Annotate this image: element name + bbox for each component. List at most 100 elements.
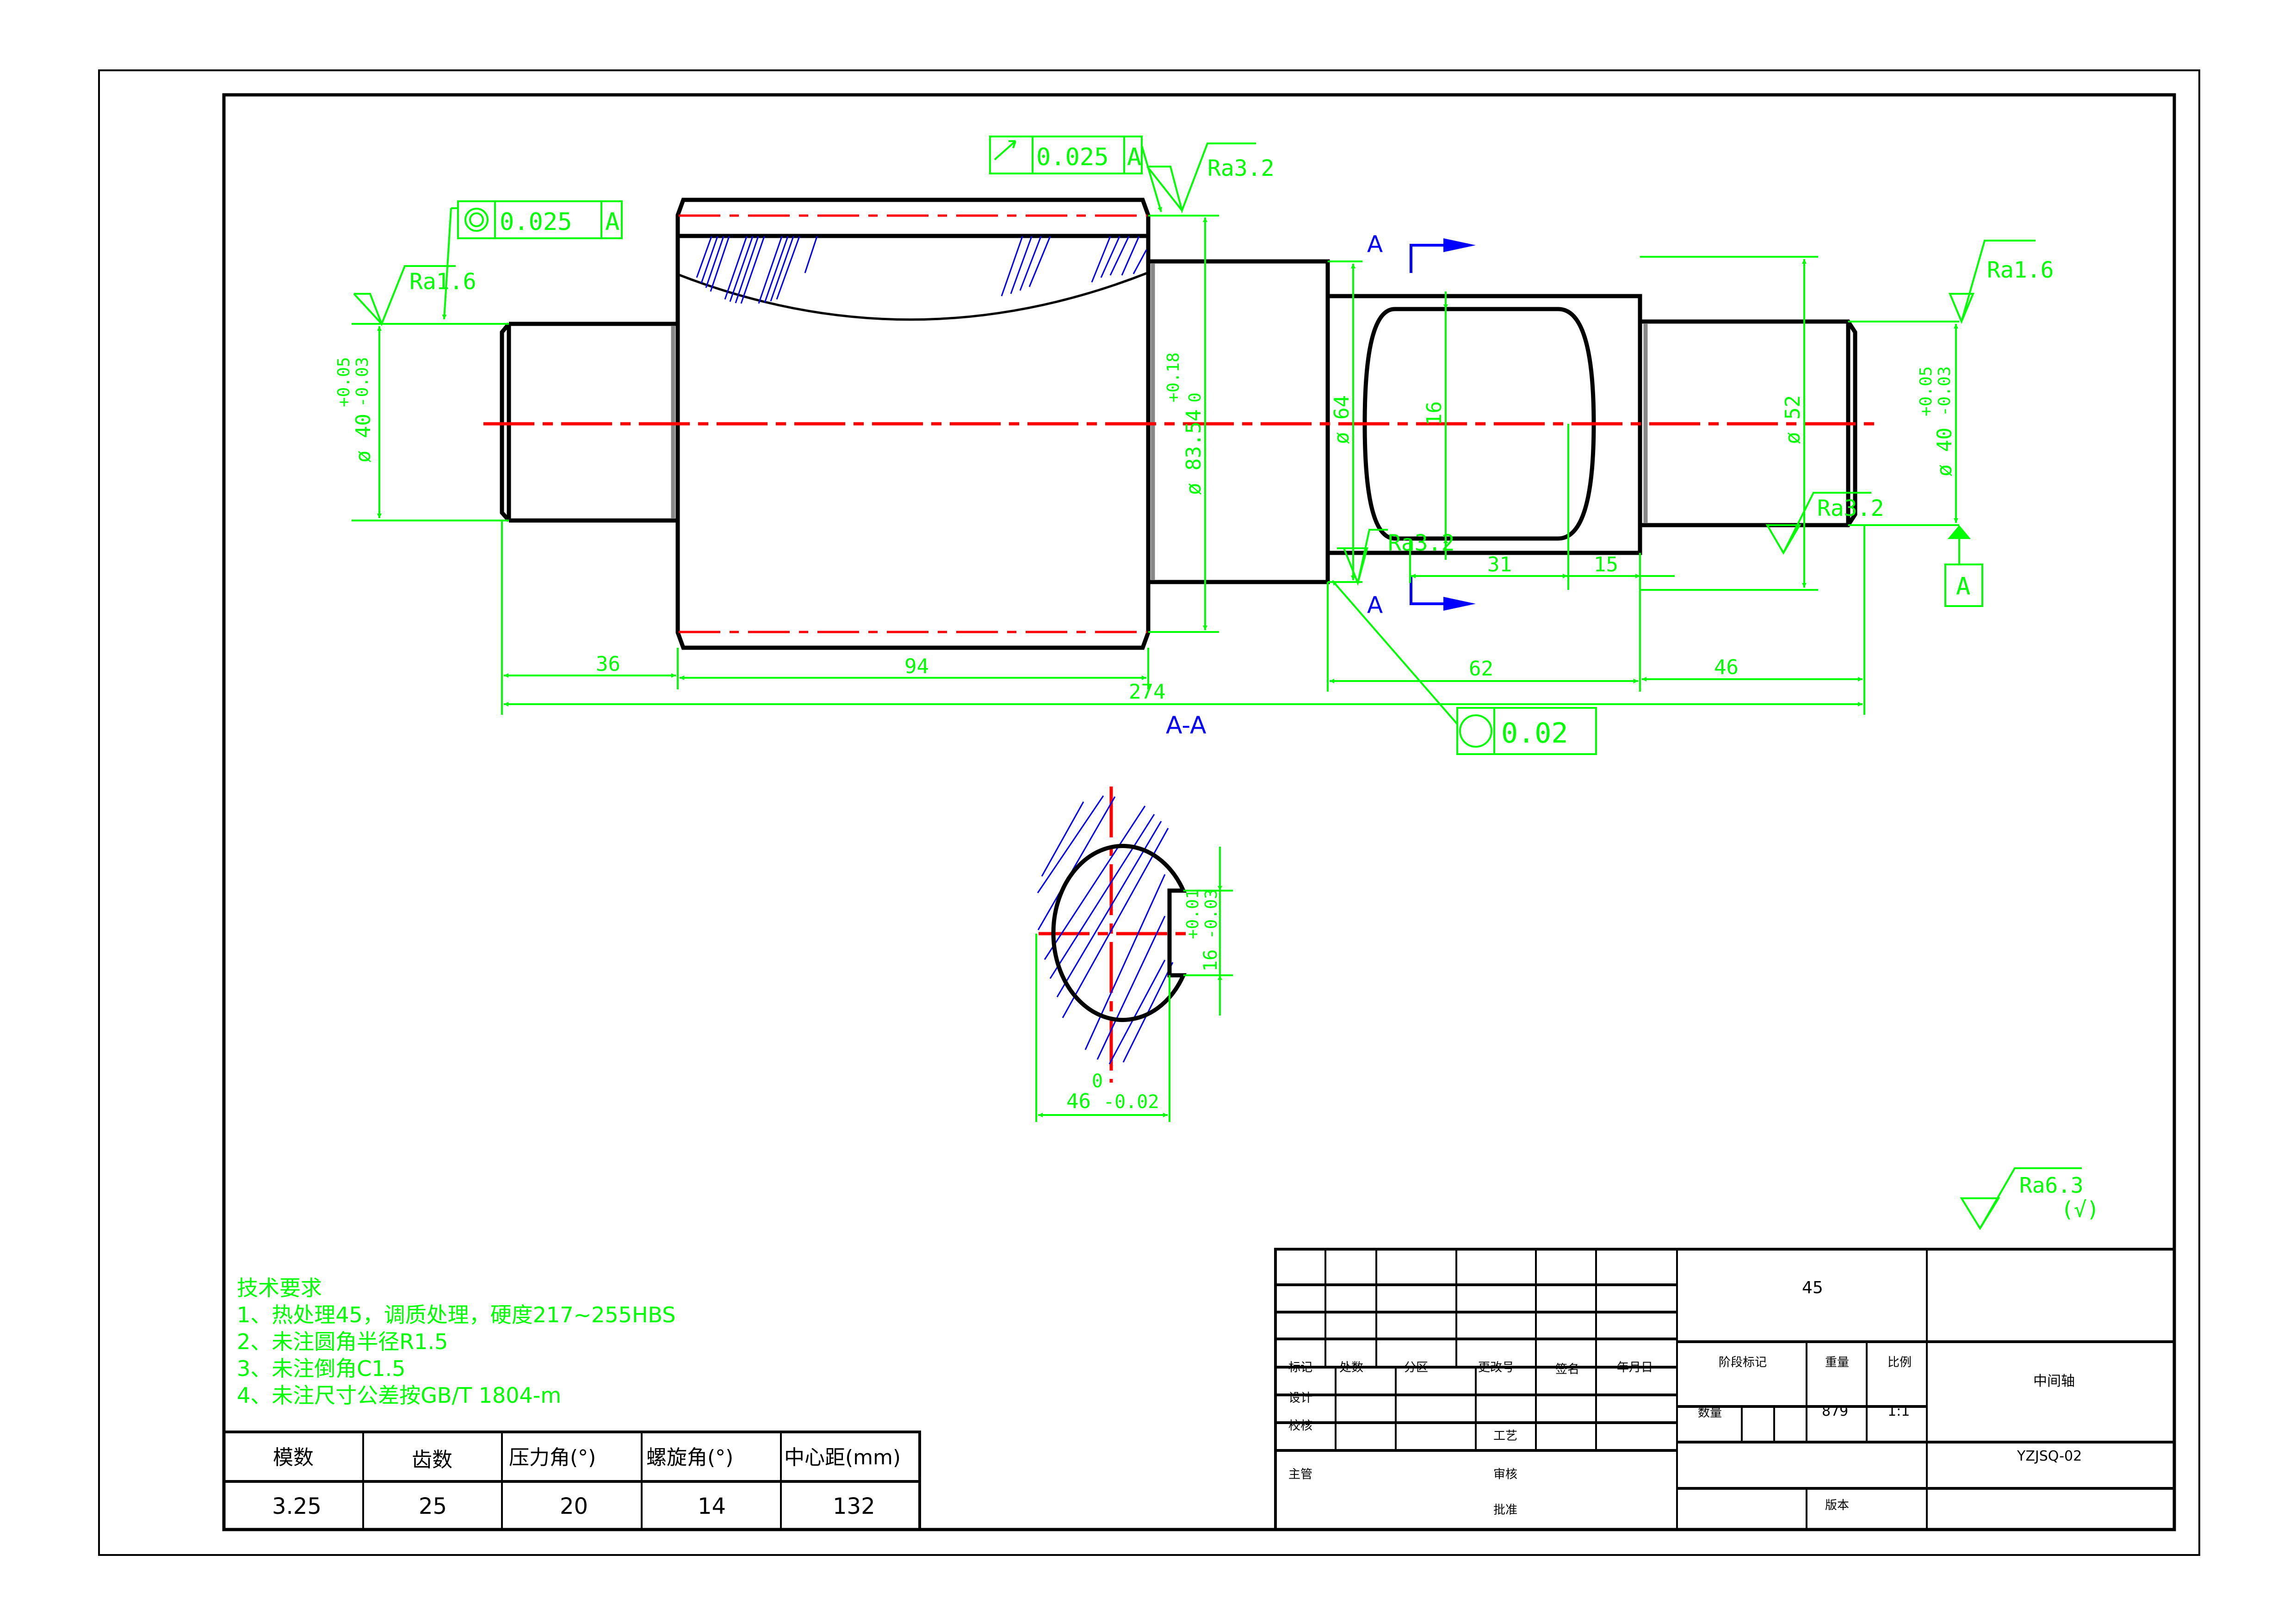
tb-material: 45 [1802,1278,1823,1297]
gdt-concentricity-value: 0.025 [500,208,572,236]
tb-label: 处数 [1339,1361,1363,1375]
ra-right-shoulder: Ra3.2 [1817,496,1884,521]
tb-label: 阶段标记 [1719,1356,1767,1369]
section-depth-tol-lower: -0.02 [1103,1091,1159,1113]
gdt-runout: 0.025 A [989,136,1162,212]
param-value: 14 [698,1493,726,1519]
dim-46: 46 [1714,656,1739,679]
tech-req-item: 1、热处理45，调质处理，硬度217~255HBS [237,1302,675,1327]
left-journal [500,322,678,523]
dim-right-journal: ø 40 [1933,427,1956,477]
section-depth: 46 [1066,1090,1091,1113]
section-key-tol-lower: -0.03 [1202,889,1221,939]
section-markers: A A A-A [1166,231,1476,739]
dim-right-tol-lower: -0.03 [1935,366,1954,416]
param-value: 132 [833,1493,875,1519]
title-block: 45 标记 处数 分区 更改号 签名 年月日 设计 校核 工艺 主管 审核 批准… [1274,1248,2176,1531]
tb-label: 设计 [1288,1391,1312,1405]
tb-label: 签名 [1555,1363,1579,1376]
dim-274: 274 [1129,680,1165,704]
section-letter-bottom: A [1367,592,1383,619]
gdt-runout-value: 0.025 [1036,143,1109,171]
dim-gear-tol-lower: 0 [1186,392,1205,403]
dim-gear-tol-upper: +0.18 [1164,353,1183,403]
section-hatch [1037,795,1174,1065]
section-arrow-bottom [1410,576,1443,605]
tech-req-title: 技术要求 [237,1276,322,1301]
dim-left-tol-upper: +0.05 [334,357,353,407]
ra-left-journal: Ra1.6 [409,269,477,295]
tb-drawing-number: YZJSQ-02 [2017,1448,2082,1464]
tb-scale: 1:1 [1888,1403,1910,1419]
param-header: 模数 [273,1446,314,1469]
tb-label: 审核 [1493,1468,1517,1481]
roughness-right-journal: Ra1.6 [1949,240,2054,324]
roughness-gear-face: Ra3.2 [1146,142,1275,214]
tb-label: 重量 [1825,1356,1849,1369]
tb-label: 数量 [1698,1406,1722,1420]
param-header: 齿数 [412,1448,452,1472]
ra-right-journal: Ra1.6 [1987,257,2054,283]
dim-94: 94 [904,655,929,678]
dim-62: 62 [1469,657,1493,681]
dim-right-tol-upper: +0.05 [1917,366,1936,416]
gear-helix-arc [677,272,1148,321]
dim-left-journal: ø 40 [352,414,375,463]
section-key-tol-upper: +0.01 [1183,889,1202,939]
tb-part-name: 中间轴 [2033,1373,2075,1389]
tb-label: 年月日 [1617,1361,1653,1375]
circular-runout-icon [994,140,1016,161]
tb-label: 批准 [1493,1503,1517,1517]
section-depth-tol-upper: 0 [1092,1071,1103,1092]
tb-label: 主管 [1288,1468,1312,1481]
param-header: 螺旋角(°) [646,1446,733,1469]
tb-label: 分区 [1404,1361,1428,1375]
ra-keyway-shoulder: Ra3.2 [1388,530,1455,556]
concentricity-icon [464,208,489,232]
section-outline [1051,844,1187,1022]
dim-gear-dia: ø 83.54 [1182,409,1206,495]
dim-keyway-16: 16 [1423,401,1446,426]
tech-req-item: 2、未注圆角半径R1.5 [237,1329,448,1354]
tb-label: 比例 [1888,1356,1912,1369]
inner-frame [222,93,2176,1531]
datum-a: A [1944,525,1983,607]
tb-label: 更改号 [1478,1361,1514,1375]
roughness-general: Ra6.3 (√) [1960,1167,2099,1230]
dim-52: ø 52 [1781,395,1805,444]
roughness-left-journal: Ra1.6 [353,265,477,327]
param-value: 3.25 [272,1493,322,1519]
gear-param-table: 模数 齿数 压力角(°) 螺旋角(°) 中心距(mm) 3.25 25 20 1… [223,1431,921,1531]
tech-req-item: 3、未注倒角C1.5 [237,1356,406,1381]
roughness-keyway-shoulder: Ra3.2 [1337,529,1455,586]
param-value: 20 [560,1493,588,1519]
tb-label: 版本 [1825,1499,1849,1512]
dim-left-tol-lower: -0.03 [353,357,372,407]
dim-15: 15 [1594,553,1618,576]
section-view-aa: 0 46 -0.02 16 +0.01 -0.03 [1035,787,1233,1122]
shoulder-8354 [1148,259,1330,584]
section-view-title: A-A [1166,712,1207,739]
tb-weight: 879 [1822,1403,1848,1419]
dim-36: 36 [596,652,620,676]
dim-64: ø 64 [1330,395,1354,444]
gear-hatch [696,236,1147,304]
section-arrow-top [1410,244,1443,273]
tb-label: 标记 [1288,1361,1312,1375]
gdt-concentricity-datum: A [605,208,619,236]
param-header: 压力角(°) [509,1446,596,1469]
tech-requirements: 技术要求 1、热处理45，调质处理，硬度217~255HBS 2、未注圆角半径R… [237,1276,675,1408]
tb-label: 工艺 [1493,1429,1517,1443]
keyway-slot [1362,307,1596,541]
roughness-right-shoulder: Ra3.2 [1765,492,1884,555]
gdt-circularity-value: 0.02 [1501,717,1568,750]
dimensions-main: ø 40 +0.05 -0.03 ø 83.54 +0.18 0 ø 64 16… [334,215,1959,715]
ra-general-suffix: (√) [2061,1197,2099,1222]
outer-frame [98,69,2200,1556]
section-letter-top: A [1367,231,1383,258]
gdt-concentricity: 0.025 A [442,200,623,320]
section-key-width: 16 [1200,949,1221,972]
tb-label: 校核 [1288,1419,1312,1433]
circularity-icon [1459,714,1492,748]
